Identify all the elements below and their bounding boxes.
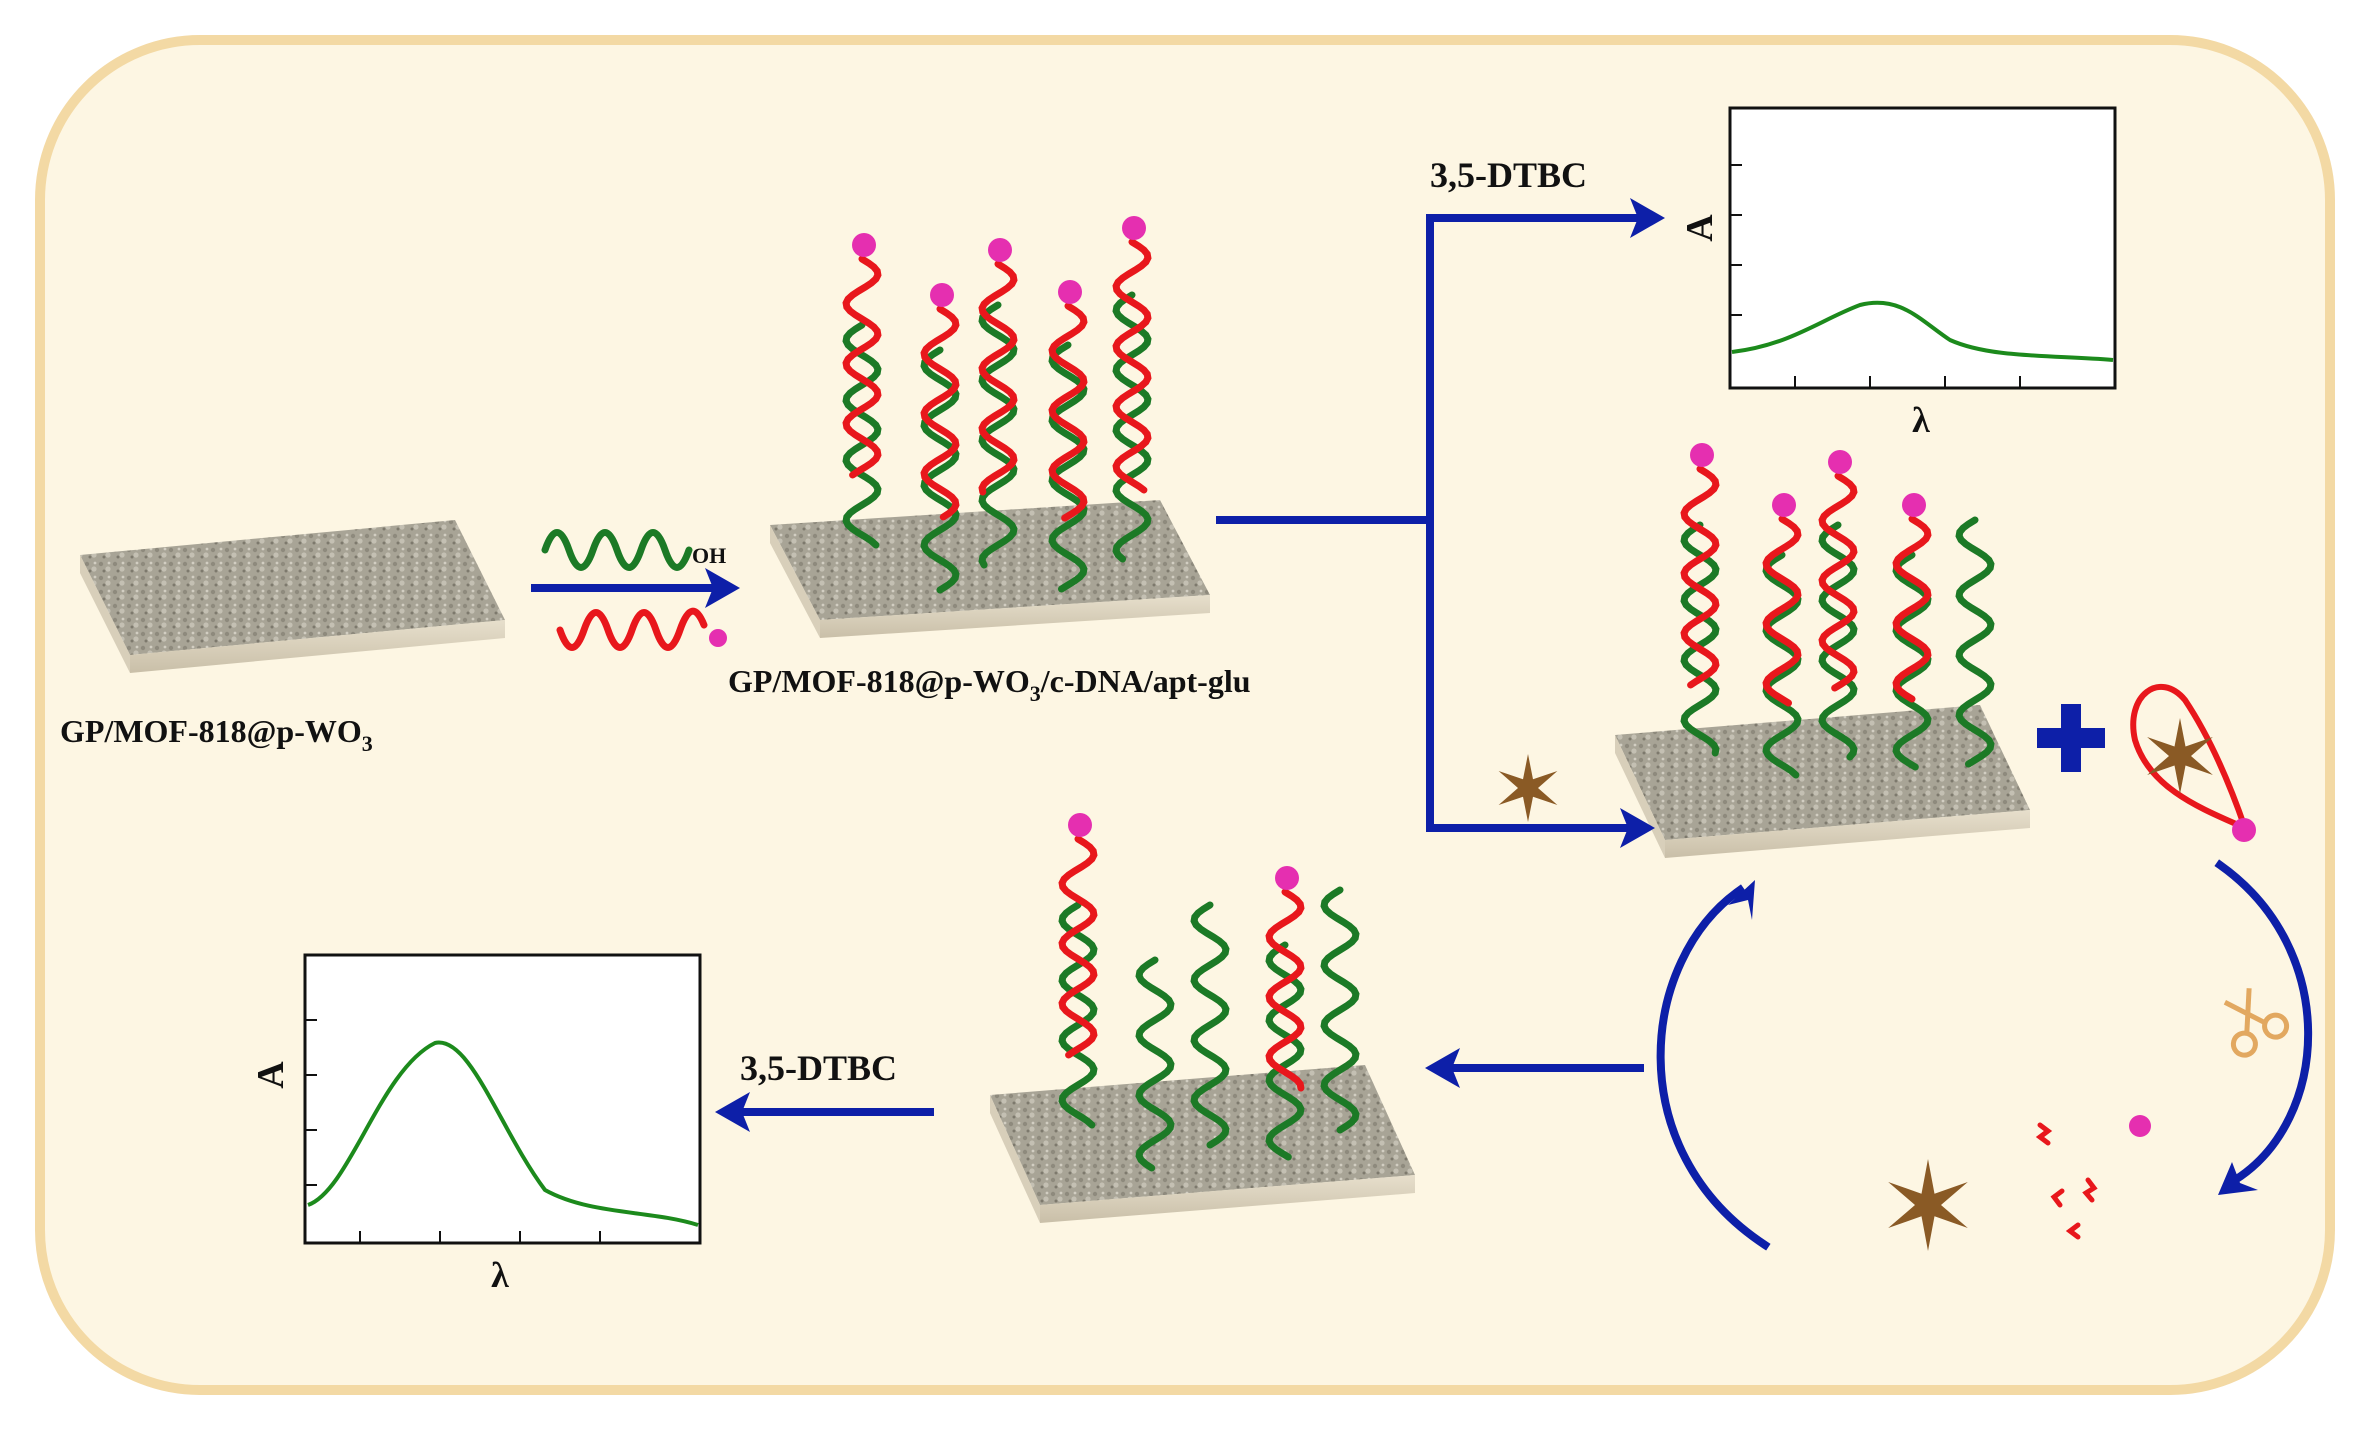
arrowhead-chart-bottom <box>715 1092 750 1132</box>
chart-top-ylabel: A <box>1679 214 1721 242</box>
aptamer-dot <box>852 233 876 257</box>
arrowhead-left-middle <box>1425 1048 1460 1088</box>
aptamer-strand <box>1762 515 1802 707</box>
reagent-label-bottom: 3,5-DTBC <box>740 1048 897 1088</box>
chart-bottom-xlabel: λ <box>491 1255 509 1295</box>
arrowhead-bound-slab <box>1620 808 1655 848</box>
chart-bottom-line <box>307 1040 699 1227</box>
released-slab <box>990 1065 1415 1223</box>
chart-top: A λ <box>1679 106 2117 440</box>
aptamer-dot <box>1772 493 1796 517</box>
aptamer-strand-icon <box>556 607 708 651</box>
aptamer-strand <box>1680 465 1720 689</box>
arrowhead-cycle-left <box>1728 880 1755 920</box>
modified-slab <box>770 500 1210 638</box>
oh-label: OH <box>692 543 726 568</box>
glucose-star-icon <box>1498 754 1558 822</box>
cdna-strand <box>1762 551 1802 779</box>
aptamer-strand <box>1058 835 1098 1059</box>
chart-bottom-ylabel: A <box>250 1061 292 1089</box>
cdna-strand <box>1818 521 1858 761</box>
aptamer-strand <box>1265 888 1305 1092</box>
aptamer-dot <box>709 629 727 647</box>
chart-bottom: A λ <box>250 953 702 1295</box>
aptamer-strand <box>920 305 960 521</box>
aptamer-dot <box>1902 493 1926 517</box>
cdna-strand-icon <box>541 529 693 571</box>
aptamer-dot <box>1275 866 1299 890</box>
arrowhead-step1 <box>705 568 740 608</box>
arrowhead-cycle-right <box>2218 1162 2258 1195</box>
fragment-dot <box>2129 1115 2151 1137</box>
aptamer-glucose-complex <box>2130 684 2248 831</box>
cdna-strand <box>1320 886 1360 1134</box>
chart-top-frame <box>1728 106 2117 390</box>
glucose-star-icon <box>1888 1159 1968 1251</box>
aptamer-dot <box>1058 280 1082 304</box>
chart-top-line <box>1731 300 2114 362</box>
reagent-label-top: 3,5-DTBC <box>1430 155 1587 195</box>
aptamer-dot <box>930 283 954 307</box>
arrowhead-chart-top <box>1630 198 1665 238</box>
aptamer-dot <box>988 238 1012 262</box>
cdna-strand <box>1680 521 1720 757</box>
plus-icon <box>2037 704 2105 772</box>
chart-top-xlabel: λ <box>1912 400 1930 440</box>
aptamer-strand <box>1818 472 1858 692</box>
aptamer-strand <box>1892 515 1932 703</box>
complex-dot <box>2232 818 2256 842</box>
scissors-icon <box>2223 988 2290 1058</box>
aptamer-dot <box>1068 813 1092 837</box>
cdna-strand <box>1955 516 1995 768</box>
cdna-strand <box>1135 956 1175 1172</box>
chart-bottom-frame <box>303 953 702 1245</box>
aptamer-dot <box>1690 443 1714 467</box>
cycle-arc-right <box>2214 859 2313 1186</box>
glucose-star-icon <box>2147 718 2213 794</box>
cleaved-fragments <box>2035 1122 2098 1240</box>
substrate-label: GP/MOF-818@p-WO3 <box>60 713 373 756</box>
aptamer-strand <box>978 260 1018 496</box>
cdna-strand <box>1058 901 1098 1129</box>
aptamer-dot <box>1828 450 1852 474</box>
aptamer-strand <box>1048 302 1088 522</box>
cdna-strand <box>842 321 882 549</box>
aptamer-strand <box>842 255 882 479</box>
aptamer-strand <box>1112 238 1152 494</box>
aptamer-dot <box>1122 216 1146 240</box>
substrate-slab <box>80 520 505 673</box>
cdna-strand <box>1112 291 1152 563</box>
modified-substrate-label: GP/MOF-818@p-WO3/c-DNA/apt-glu <box>728 663 1251 706</box>
cdna-strand <box>1190 901 1230 1149</box>
cycle-arc-left <box>1656 884 1771 1251</box>
